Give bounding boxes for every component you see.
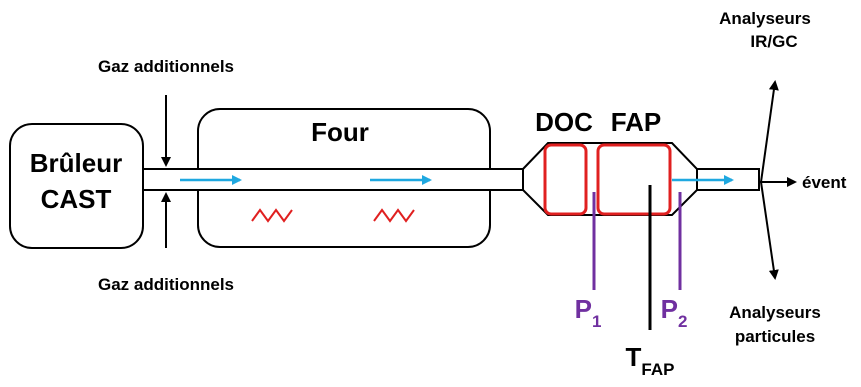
fap-box (596, 143, 672, 216)
p2-sub: 2 (678, 312, 687, 331)
particles-label-line1: Analyseurs (729, 303, 821, 322)
gas-bottom-label: Gaz additionnels (98, 275, 234, 294)
heater-icon-1 (251, 208, 293, 223)
ir-gc-label-line2: IR/GC (750, 32, 797, 51)
particles-arrow (760, 181, 779, 280)
p1-base: P (575, 294, 592, 324)
p2-label: P2 (661, 294, 688, 331)
doc-label: DOC (535, 107, 593, 137)
p2-base: P (661, 294, 678, 324)
doc-box (543, 143, 588, 216)
p1-sub: 1 (592, 312, 601, 331)
tfap-base: T (626, 342, 642, 372)
heater-icon-2 (373, 208, 415, 223)
vent-label: évent (802, 173, 847, 192)
burner-label-line2: CAST (41, 184, 112, 214)
fap-label: FAP (611, 107, 662, 137)
particles-label-line2: particules (735, 327, 815, 346)
burner-label-line1: Brûleur (30, 148, 122, 178)
gas-top-label: Gaz additionnels (98, 57, 234, 76)
tfap-sub: FAP (641, 360, 674, 379)
ir-gc-arrow (760, 80, 779, 183)
p1-label: P1 (575, 294, 602, 331)
ir-gc-label-line1: Analyseurs (719, 9, 811, 28)
oven-label: Four (311, 117, 369, 147)
tfap-label: TFAP (626, 342, 675, 379)
